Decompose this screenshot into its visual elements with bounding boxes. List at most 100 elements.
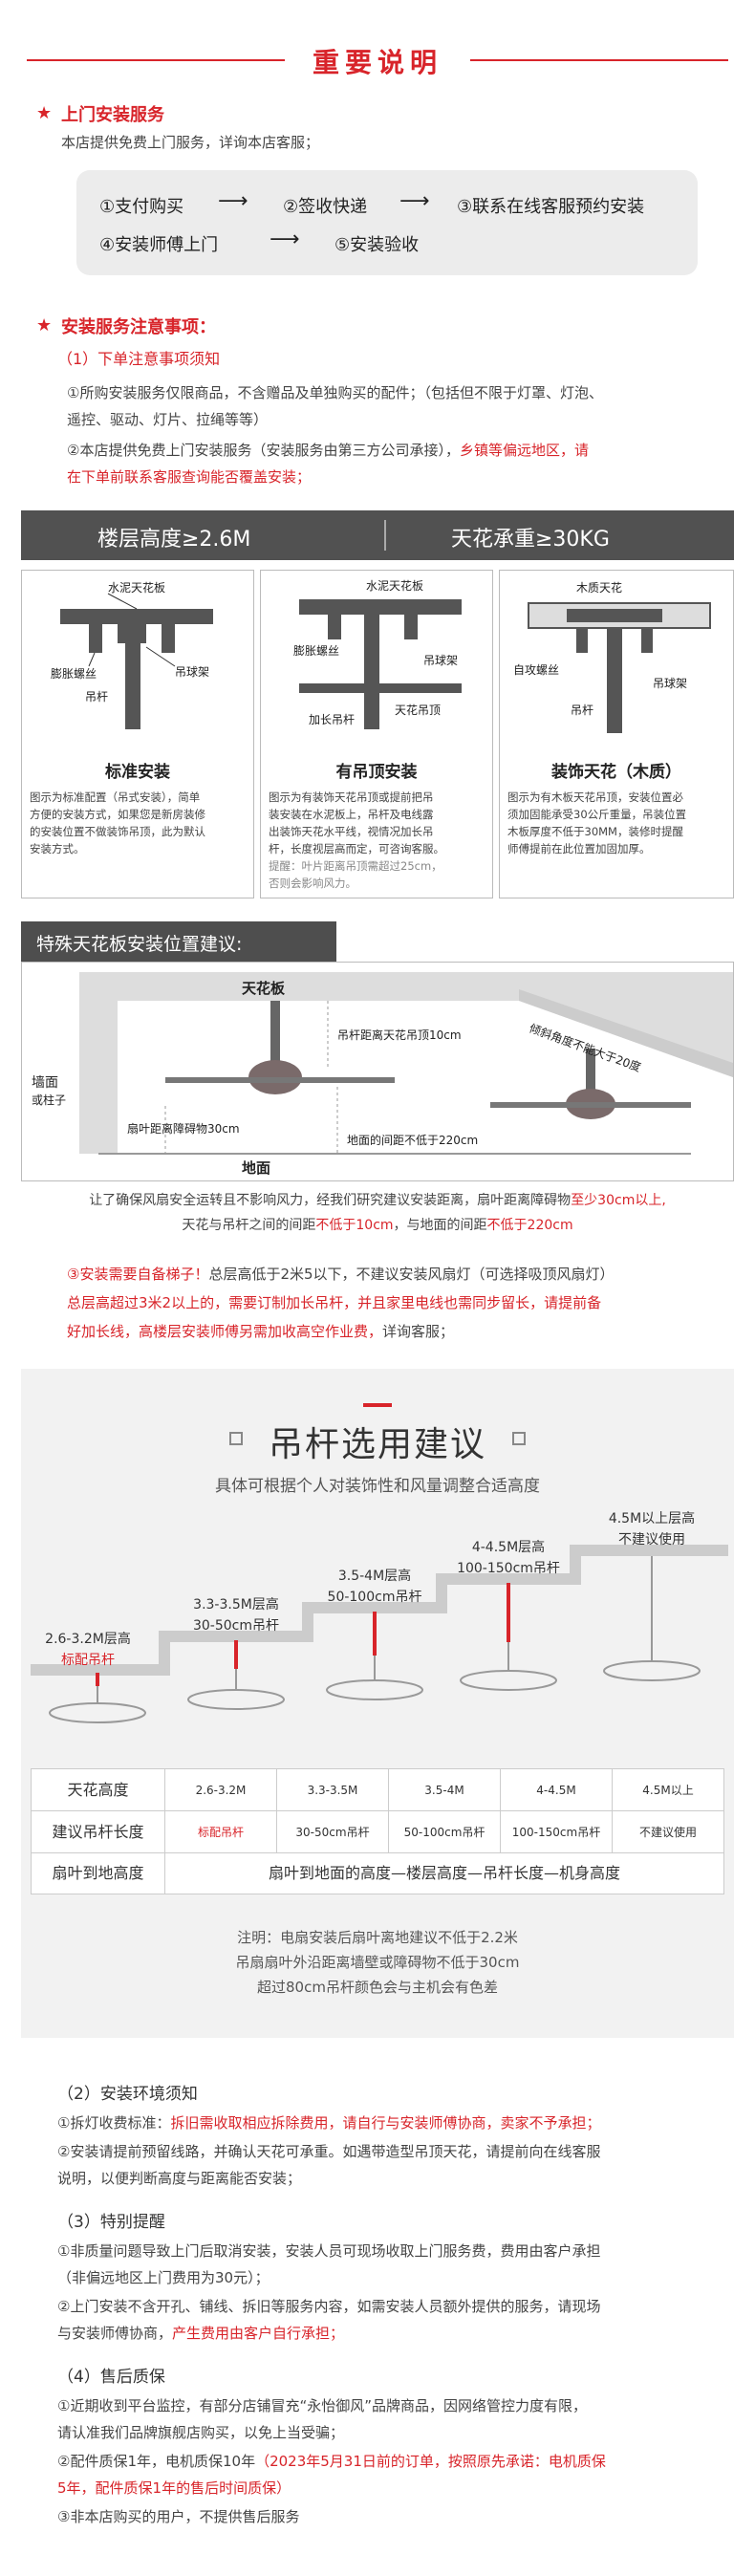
rod-title-accent [363,1403,392,1407]
spec-ceiling-load: 天花承重≥30KG [451,528,610,552]
env-line1: ①拆灯收费标准：拆旧需收取相应拆除费用，请自行与安装师傅协商，卖家不予承担； [57,2111,600,2136]
special-note-line2: 天花与吊杆之间的间距不低于10cm，与地面的间距不低于220cm [21,1214,734,1237]
ladder-line1: ③安装需要自备梯子！总层高低于2米5以下，不建议安装风扇灯（可选择吸顶风扇灯） [67,1262,615,1288]
table-cell: 3.3-3.5M [277,1769,389,1811]
step-3: ③联系在线客服预约安装 [457,197,645,217]
rod-notes: 注明：电扇安装后扇叶离地建议不低于2.2米 吊扇扇叶外沿距离墙壁或障碍物不低于3… [21,1925,734,2000]
label-long-rod: 加长吊杆 [309,713,355,726]
env-text: ①拆灯收费标准： [57,2114,171,2132]
rod-option-4: 4-4.5M层高 100-150cm吊杆 [446,1537,571,1579]
desc-line: 图示为有木板天花吊顶，安装位置必 [507,790,683,804]
label-ball-mount: 吊球架 [175,665,209,679]
notice-p2-line1: ②本店提供免费上门安装服务（安装服务由第三方公司承接），乡镇等偏远地区，请 [67,438,589,464]
label-cement: 水泥天花板 [108,580,165,595]
install-type-standard: 水泥天花板 膨胀螺丝 吊球架 吊杆 标准安装 图示为标准配置（吊式安装），简单 … [21,570,254,898]
note-line: 提醒：叶片距离吊顶需超过25cm， [269,859,442,873]
install-wood-title: 装饰天花（木质） [551,763,681,782]
install-suspended-title: 有吊顶安装 [335,763,418,782]
special-notice-heading: （3）特别提醒 [57,2213,165,2232]
table-cell: 不建议使用 [613,1811,723,1853]
desc-line: 师傅提前在此位置加固加厚。 [507,842,651,855]
table-formula: 扇叶到地面的高度—楼层高度—吊杆长度—机身高度 [268,1864,620,1882]
notice-p2-black: ②本店提供免费上门安装服务（安装服务由第三方公司承接）， [67,442,460,459]
ladder-line3: 好加长线，高楼层安装师傅另需加收高空作业费，详询客服； [67,1319,454,1345]
label-cement: 水泥天花板 [366,578,423,593]
step-5: ⑤安装验收 [334,235,420,255]
rod-subtitle: 具体可根据个人对装饰性和风量调整合适高度 [215,1477,540,1496]
ladder-red: ③安装需要自备梯子！ [67,1266,209,1283]
label-rod: 吊杆 [85,690,108,704]
label-wood: 木质天花 [576,580,622,595]
rod-note: 超过80cm吊杆颜色会与主机会有色差 [257,1979,498,1996]
env-red: 拆旧需收取相应拆除费用，请自行与安装师傅协商，卖家不予承担； [170,2114,601,2132]
page-title: 重要说明 [312,47,442,78]
notice-heading: 安装服务注意事项： [61,317,216,337]
spec-bar: 楼层高度≥2.6M 天花承重≥30KG [21,510,734,560]
star-icon: ★ [36,315,53,336]
arrow-right-icon: ⟶ [399,189,430,213]
warranty-line3: ②配件质保1年，电机质保10年（2023年5月31日前的订单，按照原先承诺：电机… [57,2449,606,2475]
desc-line: 方便的安装方式，如果您是新房装修 [30,808,205,821]
rod-stairs-diagram [31,1545,728,1723]
notice-red: 产生费用由客户自行承担； [172,2325,345,2342]
rod-option-3: 3.5-4M层高 50-100cm吊杆 [313,1566,437,1608]
special-diagram-box: 天花板 倾斜角度不能大于20度 吊杆距离天花吊顶10cm 墙面 或柱子 扇叶距离… [21,962,734,1181]
warranty-red: （2023年5月31日前的订单，按照原先承诺：电机质保 [255,2453,606,2470]
star-icon: ★ [36,103,53,123]
table-head-height: 天花高度 [32,1769,165,1811]
desc-line: 图示为标准配置（吊式安装），简单 [30,790,201,804]
desc-line: 安装方式。 [30,842,85,855]
special-note-line1: 让了确保风扇安全运转且不影响风力，经我们研究建议安装距离，扇叶距离障碍物至少30… [21,1189,734,1212]
table-cell: 3.5-4M [389,1769,501,1811]
rod-option-2: 3.3-3.5M层高 30-50cm吊杆 [174,1594,298,1636]
env-line2: ②安装请提前预留线路，并确认天花可承重。如遇带造型吊顶天花，请提前向在线客服 [57,2143,601,2160]
arrow-right-icon: ⟶ [270,227,300,251]
table-cell: 4.5M以上 [613,1769,723,1811]
step-4: ④安装师傅上门 [99,235,219,255]
rod-note: 注明：电扇安装后扇叶离地建议不低于2.2米 [237,1929,518,1946]
label-ceiling: 天花吊顶 [395,703,441,717]
special-notice-line4: 与安装师傅协商，产生费用由客户自行承担； [57,2321,344,2347]
label-ceiling: 天花板 [242,980,286,997]
arrow-right-icon: ⟶ [218,189,248,213]
label-screw: 自攻螺丝 [513,663,559,677]
desc-line: 须加固能承受30公斤重量，吊装位置 [507,808,687,821]
ladder-red: 好加长线，高楼层安装师傅另需加收高空作业费， [67,1323,383,1340]
label-rod: 吊杆 [571,704,593,717]
env-line3: 说明，以便判断高度与距离能否安装； [57,2170,302,2187]
table-head-blade: 扇叶到地高度 [32,1853,165,1894]
desc-line: 出装饰天花水平线，视情况加长吊 [269,825,434,838]
table-head-rod: 建议吊杆长度 [32,1811,165,1853]
warranty-text: ②配件质保1年，电机质保10年 [57,2453,256,2470]
install-type-wood: 木质天花 自攻螺丝 吊球架 吊杆 装饰天花（木质） 图示为有木板天花吊顶，安装位… [499,570,734,898]
step-1: ①支付购买 [99,197,184,217]
install-standard-desc: 图示为标准配置（吊式安装），简单 方便的安装方式，如果您是新房装修 的安装位置不… [30,789,205,857]
desc-line: 装安装在水泥板上，吊杆及电线露 [269,808,434,821]
option-floor: 2.6-3.2M层高 [45,1632,131,1647]
warranty-line5: ③非本店购买的用户，不提供售后服务 [57,2508,300,2525]
note-line: 否则会影响风力。 [269,877,356,890]
note-red: 至少30cm以上, [571,1193,666,1208]
special-heading-bar: 特殊天花板安装位置建议: [21,921,336,962]
option-rod: 50-100cm吊杆 [327,1590,422,1605]
env-heading-text: （2）安装环境须知 [57,2085,198,2104]
rod-option-1: 2.6-3.2M层高 标配吊杆 [31,1629,145,1671]
warranty-line1: ①近期收到平台监控，有部分店铺冒充“永怡御风”品牌商品，因网络管控力度有限， [57,2397,587,2414]
special-heading: 特殊天花板安装位置建议: [36,934,243,955]
option-rod: 不建议使用 [618,1532,685,1548]
rod-note: 吊扇扇叶外沿距离墙壁或障碍物不低于30cm [235,1954,520,1971]
rod-option-5: 4.5M以上层高 不建议使用 [590,1508,714,1550]
desc-line: 杆，长度视层高而定，可咨询客服。 [269,842,444,855]
special-notice-line2: （非偏远地区上门费用为30元）； [57,2269,270,2286]
label-dist-wall: 扇叶距离障碍物30cm [127,1121,240,1136]
warranty-heading: （4）售后质保 [57,2368,165,2387]
label-floor: 地面 [242,1159,270,1177]
option-floor: 3.5-4M层高 [337,1569,412,1584]
option-floor: 4.5M以上层高 [608,1511,696,1526]
wood-install-diagram: 木质天花 自攻螺丝 吊球架 吊杆 [513,580,711,733]
spec-floor-height: 楼层高度≥2.6M [97,528,251,552]
standard-install-diagram: 水泥天花板 膨胀螺丝 吊球架 吊杆 [51,580,213,729]
option-rod: 30-50cm吊杆 [192,1618,279,1634]
note-text: 让了确保风扇安全运转且不影响风力，经我们研究建议安装距离，扇叶距离障碍物 [89,1193,572,1208]
note-red: 不低于220cm [486,1218,573,1233]
